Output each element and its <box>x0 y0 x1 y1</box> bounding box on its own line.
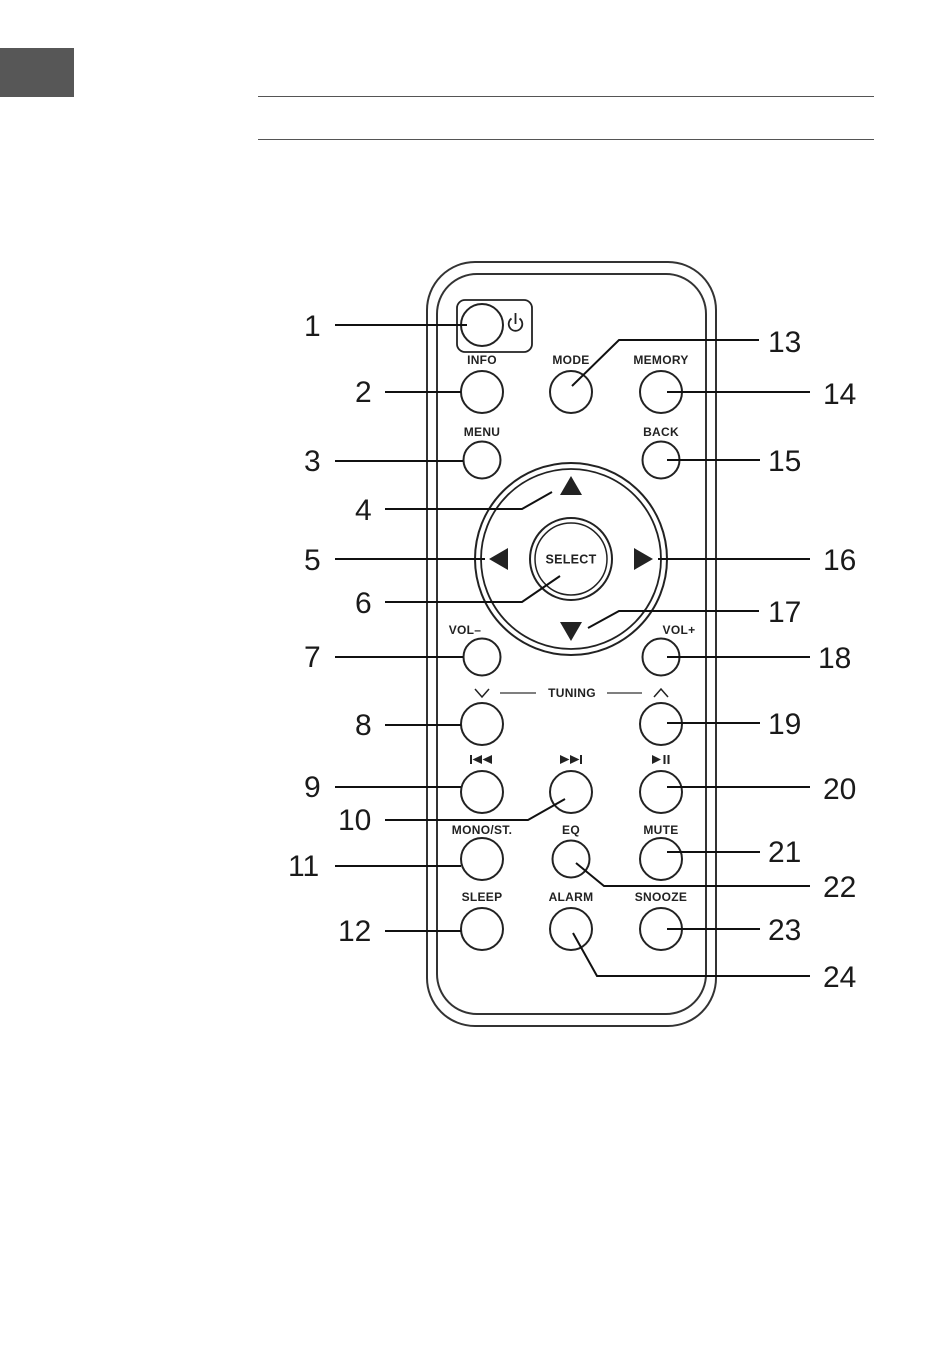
select-label: SELECT <box>545 553 596 567</box>
callout-24: 24 <box>823 961 856 994</box>
vol-plus-label: VOL+ <box>663 623 696 637</box>
next-track-icon <box>560 755 582 764</box>
mono-st-label: MONO/ST. <box>452 823 512 837</box>
sleep-label: SLEEP <box>462 890 503 904</box>
power-icon <box>509 313 523 331</box>
alarm-label: ALARM <box>549 890 594 904</box>
tuning-down-chevron-icon <box>475 689 489 697</box>
menu-label: MENU <box>464 425 501 439</box>
callout-16: 16 <box>823 544 856 577</box>
callout-21: 21 <box>768 836 801 869</box>
callout-1: 1 <box>304 310 321 343</box>
play-pause-button[interactable] <box>640 771 682 813</box>
previous-track-button[interactable] <box>461 771 503 813</box>
callout-11: 11 <box>288 850 319 883</box>
callout-5: 5 <box>304 544 321 577</box>
callout-23: 23 <box>768 914 801 947</box>
eq-label: EQ <box>562 823 580 837</box>
callout-20: 20 <box>823 773 856 806</box>
snooze-label: SNOOZE <box>635 890 687 904</box>
callout-15: 15 <box>768 445 801 478</box>
callout-7: 7 <box>304 641 321 674</box>
mute-label: MUTE <box>643 823 678 837</box>
callout-19: 19 <box>768 708 801 741</box>
vol-minus-label: VOL– <box>449 623 482 637</box>
info-button[interactable] <box>461 371 503 413</box>
callout-9: 9 <box>304 771 321 804</box>
tuning-label: TUNING <box>548 686 596 700</box>
memory-label: MEMORY <box>633 353 688 367</box>
mode-label: MODE <box>552 353 589 367</box>
tuning-up-chevron-icon <box>654 689 668 697</box>
next-track-button[interactable] <box>550 771 592 813</box>
power-button[interactable] <box>461 304 503 346</box>
callout-17: 17 <box>768 596 801 629</box>
vol-minus-button[interactable] <box>464 639 501 676</box>
callout-12: 12 <box>338 915 371 948</box>
callout-10: 10 <box>338 804 371 837</box>
back-label: BACK <box>643 425 679 439</box>
mono-st-button[interactable] <box>461 838 503 880</box>
callout-14: 14 <box>823 378 856 411</box>
menu-button[interactable] <box>464 442 501 479</box>
callout-3: 3 <box>304 445 321 478</box>
previous-track-icon <box>470 755 492 764</box>
info-label: INFO <box>467 353 497 367</box>
mute-button[interactable] <box>640 838 682 880</box>
alarm-button[interactable] <box>550 908 592 950</box>
callout-8: 8 <box>355 709 372 742</box>
callout-18: 18 <box>818 642 851 675</box>
callout-4: 4 <box>355 494 372 527</box>
callout-22: 22 <box>823 871 856 904</box>
callout-13: 13 <box>768 326 801 359</box>
callout-2: 2 <box>355 376 372 409</box>
sleep-button[interactable] <box>461 908 503 950</box>
mode-button[interactable] <box>550 371 592 413</box>
eq-button[interactable] <box>553 841 590 878</box>
callout-6: 6 <box>355 587 372 620</box>
tuning-down-button[interactable] <box>461 703 503 745</box>
play-pause-icon <box>652 755 670 764</box>
